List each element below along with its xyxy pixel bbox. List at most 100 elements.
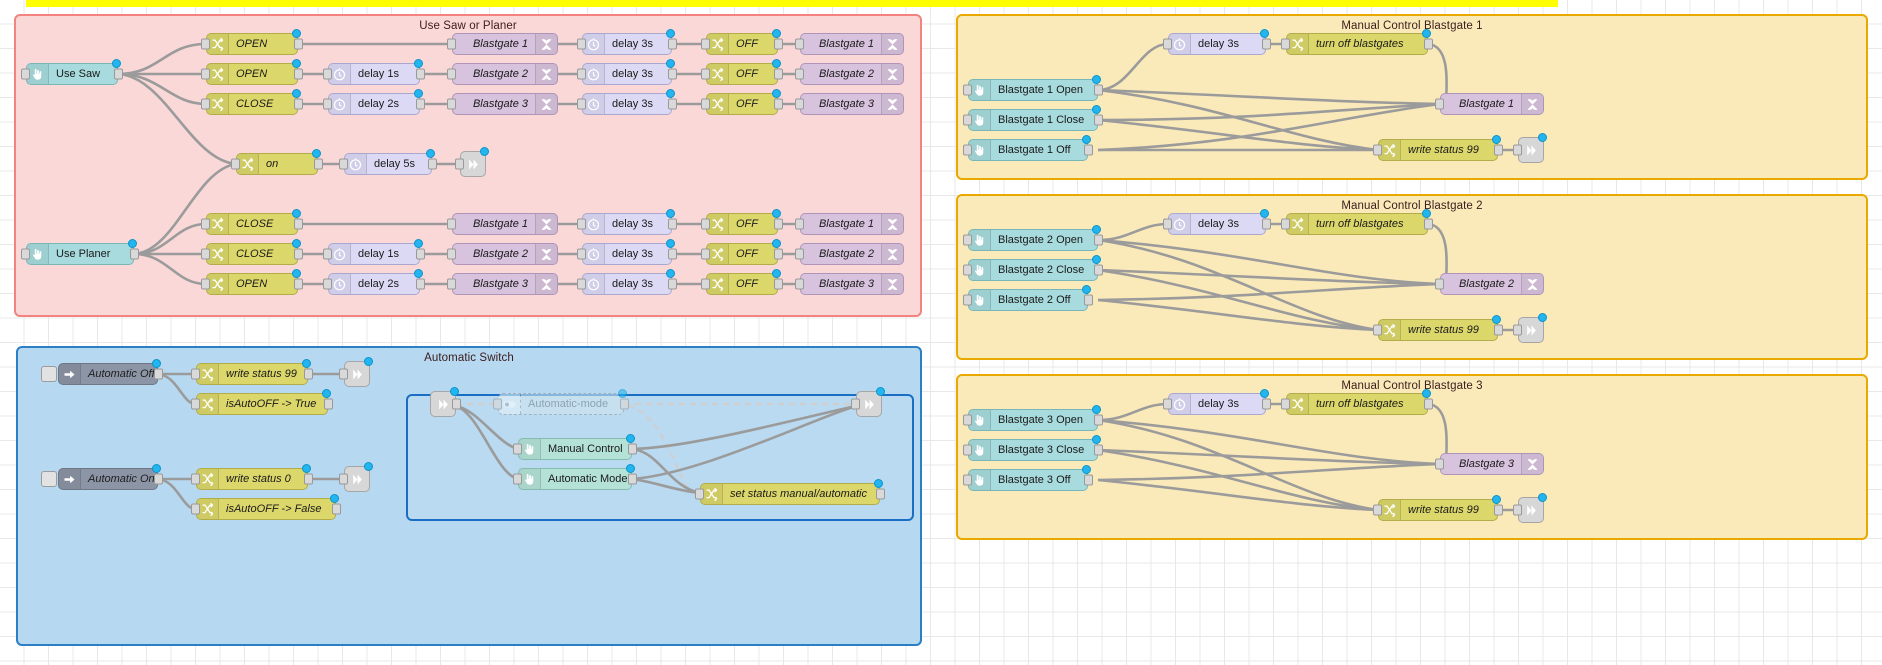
- port-out[interactable]: [324, 398, 333, 410]
- port-in[interactable]: [795, 38, 804, 50]
- node-delay-bg2[interactable]: delay 3s: [1163, 209, 1271, 235]
- port-out[interactable]: [304, 368, 313, 380]
- node-use-planer[interactable]: Use Planer: [21, 239, 139, 265]
- port-out[interactable]: [416, 278, 425, 290]
- status-dot[interactable]: [1422, 389, 1431, 398]
- node-delay-bg3[interactable]: delay 3s: [1163, 389, 1271, 415]
- status-dot[interactable]: [128, 239, 137, 248]
- port-in[interactable]: [455, 158, 464, 170]
- node-change-off-planer-2[interactable]: OFF: [701, 239, 783, 265]
- node-mqtt-planer-3[interactable]: Blastgate 3: [447, 273, 558, 295]
- port-out[interactable]: [416, 98, 425, 110]
- port-in[interactable]: [1281, 398, 1290, 410]
- port-in[interactable]: [191, 473, 200, 485]
- node-link-out-subgroup[interactable]: [851, 387, 885, 417]
- node-mqtt-bg2[interactable]: Blastgate 2: [1435, 273, 1544, 295]
- status-dot[interactable]: [414, 269, 423, 278]
- port-out[interactable]: [416, 68, 425, 80]
- node-button-automatic-mode[interactable]: Automatic Mode: [513, 464, 637, 490]
- port-in[interactable]: [21, 248, 30, 260]
- status-dot[interactable]: [302, 464, 311, 473]
- node-mqtt-bg3[interactable]: Blastgate 3: [1435, 453, 1544, 475]
- status-dot[interactable]: [414, 89, 423, 98]
- port-in[interactable]: [323, 68, 332, 80]
- port-in[interactable]: [577, 218, 586, 230]
- port-out[interactable]: [774, 38, 783, 50]
- status-dot[interactable]: [1492, 135, 1501, 144]
- port-in[interactable]: [201, 38, 210, 50]
- status-dot[interactable]: [1492, 315, 1501, 324]
- node-change-saw-3[interactable]: CLOSE: [201, 89, 303, 115]
- port-in[interactable]: [1435, 98, 1444, 110]
- node-change-off-planer-3[interactable]: OFF: [701, 269, 783, 295]
- node-mqtt2-planer-3[interactable]: Blastgate 3: [795, 273, 904, 295]
- port-out[interactable]: [332, 503, 341, 515]
- node-delay-bg1[interactable]: delay 3s: [1163, 29, 1271, 55]
- node-change-off-planer-1[interactable]: OFF: [701, 209, 783, 235]
- node-change-isautooff-false[interactable]: isAutoOFF -> False: [191, 494, 341, 520]
- port-out[interactable]: [1494, 324, 1503, 336]
- status-dot[interactable]: [772, 209, 781, 218]
- port-out[interactable]: [1262, 398, 1271, 410]
- port-in[interactable]: [447, 98, 456, 110]
- status-dot[interactable]: [1092, 105, 1101, 114]
- node-link-in-automatic-off[interactable]: Automatic Off: [41, 359, 163, 385]
- port-out[interactable]: [668, 68, 677, 80]
- port-in[interactable]: [1373, 324, 1382, 336]
- port-out[interactable]: [1494, 144, 1503, 156]
- node-delay-saw-3a[interactable]: delay 2s: [323, 89, 425, 115]
- status-dot[interactable]: [312, 149, 321, 158]
- port-out[interactable]: [1094, 444, 1103, 456]
- node-button-bg3-open[interactable]: Blastgate 3 Open: [963, 405, 1103, 431]
- node-mqtt2-saw-3[interactable]: Blastgate 3: [795, 93, 904, 115]
- port-in[interactable]: [201, 218, 210, 230]
- status-dot[interactable]: [666, 209, 675, 218]
- port-in[interactable]: [191, 503, 200, 515]
- port-in[interactable]: [701, 218, 710, 230]
- port-out[interactable]: [154, 473, 163, 485]
- port-out[interactable]: [668, 278, 677, 290]
- node-delay-planer-1b[interactable]: delay 3s: [577, 209, 677, 235]
- status-dot[interactable]: [1092, 405, 1101, 414]
- port-out[interactable]: [628, 473, 637, 485]
- node-change-planer-2[interactable]: CLOSE: [201, 239, 303, 265]
- port-out[interactable]: [620, 398, 629, 410]
- node-delay-saw-3b[interactable]: delay 3s: [577, 89, 677, 115]
- node-delay-planer-2a[interactable]: delay 1s: [323, 239, 425, 265]
- node-change-write-status-99-off[interactable]: write status 99: [191, 359, 313, 385]
- status-dot[interactable]: [1422, 209, 1431, 218]
- port-out[interactable]: [1494, 504, 1503, 516]
- status-dot[interactable]: [364, 357, 373, 366]
- port-out[interactable]: [1424, 38, 1433, 50]
- port-in[interactable]: [963, 84, 972, 96]
- port-out[interactable]: [452, 398, 461, 410]
- port-in[interactable]: [323, 278, 332, 290]
- node-button-bg2-close[interactable]: Blastgate 2 Close: [963, 255, 1103, 281]
- port-in[interactable]: [231, 158, 240, 170]
- port-in[interactable]: [963, 474, 972, 486]
- port-out[interactable]: [774, 218, 783, 230]
- port-out[interactable]: [294, 38, 303, 50]
- port-in[interactable]: [339, 473, 348, 485]
- node-mqtt-saw-2[interactable]: Blastgate 2: [447, 63, 558, 85]
- port-in[interactable]: [963, 414, 972, 426]
- node-mqtt2-planer-1[interactable]: Blastgate 1: [795, 213, 904, 235]
- port-in[interactable]: [577, 98, 586, 110]
- port-in[interactable]: [577, 38, 586, 50]
- port-in[interactable]: [577, 68, 586, 80]
- node-button-bg3-off[interactable]: Blastgate 3 Off: [963, 465, 1093, 491]
- port-out[interactable]: [668, 218, 677, 230]
- port-out[interactable]: [628, 443, 637, 455]
- status-dot[interactable]: [450, 387, 459, 396]
- port-out[interactable]: [1094, 414, 1103, 426]
- status-dot[interactable]: [626, 464, 635, 473]
- port-in[interactable]: [701, 278, 710, 290]
- port-in[interactable]: [1435, 278, 1444, 290]
- port-out[interactable]: [114, 68, 123, 80]
- node-delay-saw-2b[interactable]: delay 3s: [577, 59, 677, 85]
- node-mqtt-saw-3[interactable]: Blastgate 3: [447, 93, 558, 115]
- node-link-out-bg2[interactable]: [1513, 313, 1547, 343]
- status-dot[interactable]: [322, 389, 331, 398]
- status-dot[interactable]: [772, 59, 781, 68]
